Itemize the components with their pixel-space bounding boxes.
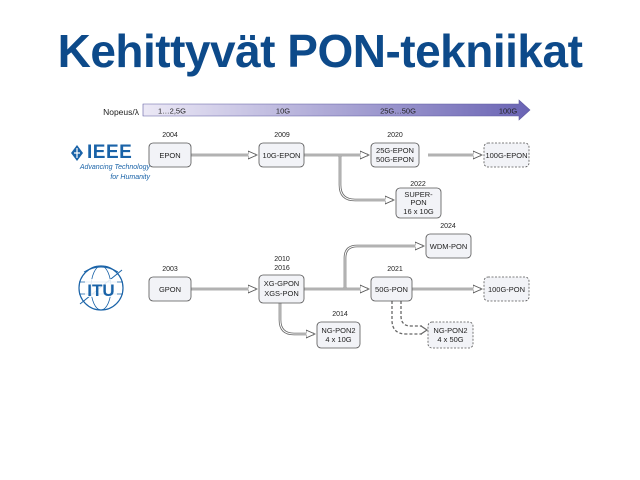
label-super-pon-2: PON	[410, 198, 426, 207]
page-title: Kehittyvät PON-tekniikat	[57, 25, 583, 77]
node-epon: 2004 EPON	[148, 132, 192, 168]
label-25g-epon: 25G-EPON	[376, 146, 414, 155]
itu-nodes: 2003 GPON 2010 2016 XG-GPON XGS-PON 2024…	[148, 223, 530, 349]
speed-axis-arrow	[142, 99, 531, 121]
label-epon: EPON	[159, 151, 180, 160]
speed-tick-3: 25G…50G	[380, 107, 416, 116]
label-ng-pon2-2: 4 x 10G	[325, 335, 351, 344]
year-xg-gpon-2: 2016	[274, 265, 290, 272]
label-wdm-pon: WDM-PON	[430, 242, 468, 251]
year-ng-pon2: 2014	[332, 311, 348, 318]
label-gpon: GPON	[159, 285, 181, 294]
node-gpon: 2003 GPON	[148, 266, 192, 302]
year-10g-epon: 2009	[274, 132, 290, 139]
label-10g-epon: 10G-EPON	[263, 151, 301, 160]
label-100g-pon: 100G-PON	[488, 285, 525, 294]
label-xgs-pon: XGS-PON	[264, 289, 299, 298]
node-super-pon: 2022 SUPER- PON 16 x 10G	[395, 181, 442, 219]
ieee-logo: IEEE Advancing Technology for Humanity	[70, 143, 150, 182]
label-100g-epon: 100G-EPON	[485, 151, 527, 160]
node-50g-pon: 2021 50G-PON	[370, 266, 413, 302]
itu-logo: ITU	[78, 265, 124, 311]
year-wdm-pon: 2024	[440, 223, 456, 230]
node-ng-pon2: 2014 NG-PON2 4 x 10G	[316, 311, 361, 349]
node-100g-pon: 100G-PON	[483, 276, 530, 302]
label-super-pon-3: 16 x 10G	[403, 207, 434, 216]
node-wdm-pon: 2024 WDM-PON	[425, 223, 472, 259]
speed-axis-label: Nopeus/λ	[103, 107, 140, 117]
ieee-logo-text: IEEE	[87, 142, 133, 163]
ieee-tagline-2: for Humanity	[110, 174, 150, 182]
label-ng-pon2-50g-2: 4 x 50G	[437, 335, 463, 344]
year-25g-50g-epon: 2020	[387, 132, 403, 139]
node-ng-pon2-50g: NG-PON2 4 x 50G	[427, 321, 474, 349]
node-xg-gpon: 2010 2016 XG-GPON XGS-PON	[258, 256, 305, 304]
speed-tick-1: 1…2,5G	[158, 107, 186, 116]
year-xg-gpon-1: 2010	[274, 256, 290, 263]
node-25g-50g-epon: 2020 25G-EPON 50G-EPON	[370, 132, 420, 168]
speed-tick-4: 100G	[499, 107, 518, 116]
label-ng-pon2-50g-1: NG-PON2	[433, 326, 467, 335]
label-ng-pon2-1: NG-PON2	[321, 326, 355, 335]
node-100g-epon: 100G-EPON	[483, 142, 530, 168]
year-super-pon: 2022	[410, 181, 426, 188]
itu-connectors	[191, 246, 481, 334]
year-50g-pon: 2021	[387, 266, 403, 273]
speed-tick-2: 10G	[276, 107, 290, 116]
ieee-tagline-1: Advancing Technology	[79, 164, 150, 171]
label-xg-gpon: XG-GPON	[264, 279, 299, 288]
ieee-nodes: 2004 EPON 2009 10G-EPON 2020 25G-EPON 50…	[148, 132, 530, 219]
itu-logo-text: ITU	[87, 281, 114, 300]
label-50g-epon: 50G-EPON	[376, 155, 414, 164]
label-super-pon-1: SUPER-	[404, 190, 433, 199]
node-10g-epon: 2009 10G-EPON	[258, 132, 305, 168]
ieee-diamond-icon	[71, 144, 83, 161]
year-epon: 2004	[162, 132, 178, 139]
year-gpon: 2003	[162, 266, 178, 273]
label-50g-pon: 50G-PON	[375, 285, 408, 294]
itu-dashed-connector	[391, 301, 422, 335]
